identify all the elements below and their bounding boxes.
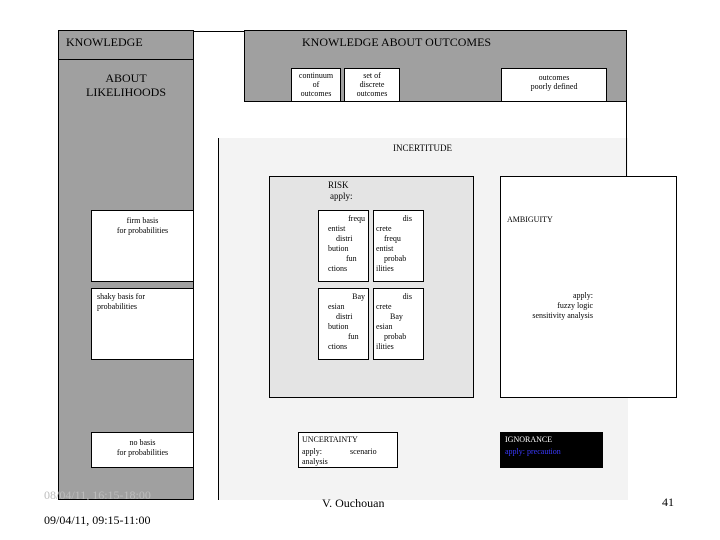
- outcome-poorly-defined-box: [501, 68, 607, 102]
- knowledge-label: KNOWLEDGE: [66, 35, 143, 49]
- outcome-poorly-defined-label: outcomes poorly defined: [530, 73, 578, 91]
- footer-date-hidden: 08/04/11, 16:15-18:00: [44, 489, 151, 500]
- ambiguity-label: AMBIGUITY: [507, 215, 553, 224]
- ignorance-box: [500, 432, 603, 468]
- likelihood-firm-box: [91, 210, 194, 282]
- risk-cell-3-head: Bay: [352, 292, 365, 301]
- ignorance-label: IGNORANCE: [505, 435, 553, 444]
- likelihood-shaky-box: [91, 288, 194, 360]
- risk-cell-bayesian-distribution: [318, 288, 369, 360]
- likelihood-none-label: no basis for probabilities: [116, 438, 169, 457]
- outcome-discrete-box: [344, 68, 400, 102]
- risk-cell-4-body: crete Bay esian probab ilities: [376, 302, 407, 351]
- incertitude-label: INCERTITUDE: [393, 143, 452, 153]
- header-connector-line: [194, 31, 244, 32]
- likelihood-none-box: [91, 432, 194, 468]
- outcome-continuum-box: [291, 68, 341, 102]
- risk-cell-frequentist-distribution: [318, 210, 369, 282]
- knowledge-about-outcomes-label: KNOWLEDGE ABOUT OUTCOMES: [302, 35, 492, 49]
- uncertainty-apply-label: apply: scenario analysis: [302, 447, 377, 466]
- likelihood-shaky-label: shaky basis for probabilities: [97, 292, 145, 311]
- risk-cell-2-body: crete frequ entist probab ilities: [376, 224, 407, 273]
- risk-cell-discrete-bayesian: [373, 288, 424, 360]
- ambiguity-region: [500, 176, 677, 398]
- risk-cell-1-head: frequ: [348, 214, 365, 223]
- about-likelihoods-label: ABOUT LIKELIHOODS: [86, 71, 166, 99]
- risk-cell-3-body: esian distri bution fun ctions: [328, 302, 359, 351]
- footer-date: 09/04/11, 09:15-11:00: [44, 513, 151, 527]
- risk-cell-1-body: entist distri bution fun ctions: [328, 224, 357, 273]
- risk-apply-label: apply:: [330, 191, 353, 201]
- ignorance-apply-label: apply: precaution: [505, 447, 561, 456]
- footer-author: V. Ouchouan: [322, 497, 385, 509]
- outcome-continuum-label: continuum of outcomes: [298, 71, 334, 98]
- risk-title: RISK: [328, 180, 349, 190]
- incertitude-right-edge: [626, 102, 627, 176]
- outcome-discrete-label: set of discrete outcomes: [356, 71, 388, 98]
- likelihood-firm-label: firm basis for probabilities: [116, 216, 169, 235]
- knowledge-header-box: [58, 30, 194, 60]
- footer-page-number: 41: [662, 495, 674, 509]
- ambiguity-apply-label: apply: fuzzy logic sensitivity analysis: [532, 291, 593, 320]
- uncertainty-box: [298, 432, 398, 468]
- risk-cell-discrete-frequentist: [373, 210, 424, 282]
- uncertainty-label: UNCERTAINTY: [302, 435, 358, 444]
- risk-region: [269, 176, 474, 398]
- risk-cell-2-head: dis: [402, 214, 412, 223]
- risk-cell-4-head: dis: [402, 292, 412, 301]
